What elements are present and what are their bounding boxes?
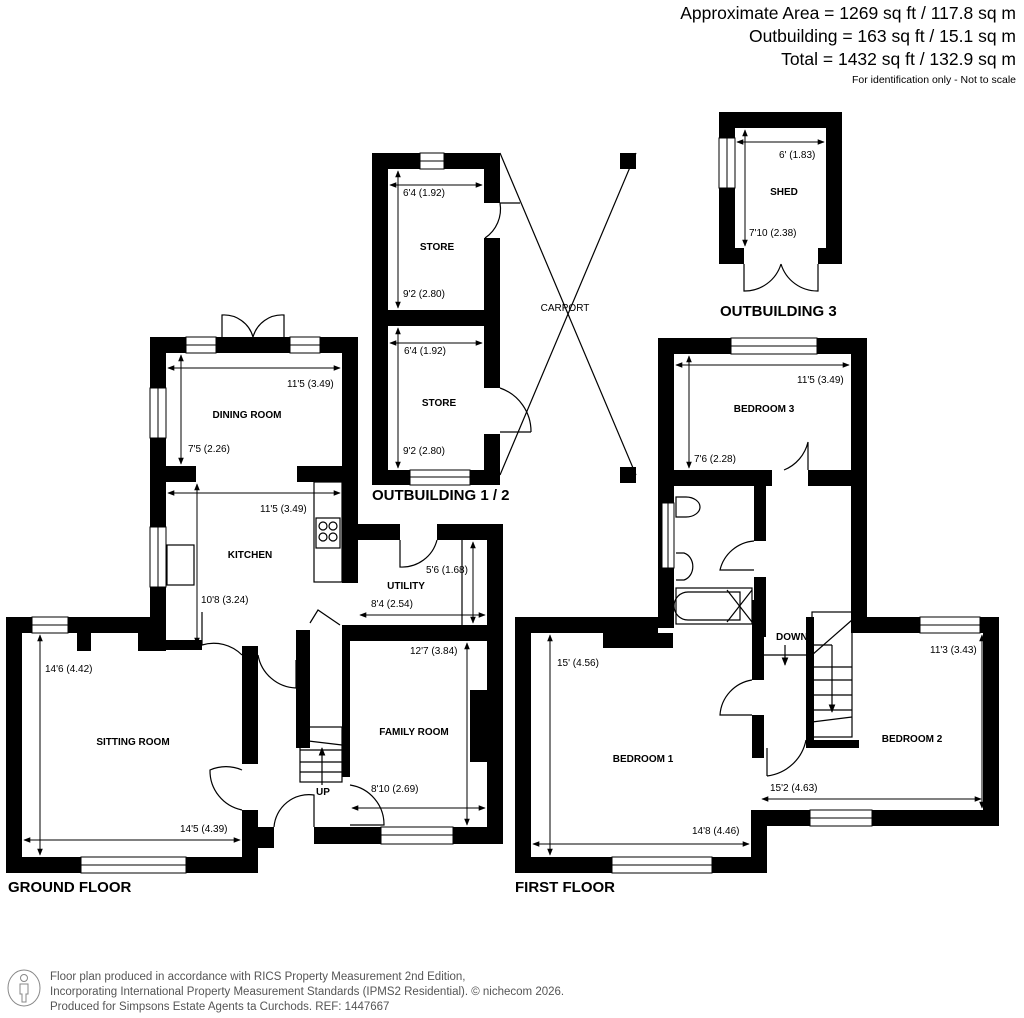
- bath-icon: [675, 587, 753, 625]
- room-label-family-room: FAMILY ROOM: [379, 727, 448, 738]
- store2-door: [499, 387, 532, 433]
- dim-family-height: 12'7 (3.84): [410, 646, 458, 657]
- stairs-up-label: UP: [316, 787, 330, 798]
- room-label-bedroom-2: BEDROOM 2: [882, 734, 943, 745]
- room-label-store-1: STORE: [420, 242, 455, 253]
- room-label-dining-room: DINING ROOM: [213, 410, 282, 421]
- dim-store1-height: 9'2 (2.80): [403, 289, 445, 300]
- footer-line-2: Incorporating International Property Mea…: [50, 986, 565, 998]
- footer-disclaimer: Floor plan produced in accordance with R…: [50, 970, 564, 1015]
- sink-icon: [166, 544, 195, 586]
- dim-utility-width: 8'4 (2.54): [371, 599, 413, 610]
- dim-bedroom2-height: 11'3 (3.43): [930, 645, 977, 656]
- dim-bedroom1-width: 14'8 (4.46): [692, 826, 740, 837]
- bedroom3-door: [783, 441, 809, 471]
- basin-icon: [676, 552, 694, 581]
- bedroom1-door: [719, 679, 753, 716]
- total-area: Total = 1432 sq ft / 132.9 sq m: [781, 49, 1016, 69]
- utility-door: [399, 539, 438, 568]
- carport-post: [620, 153, 636, 169]
- footer-line-1: Floor plan produced in accordance with R…: [50, 971, 466, 983]
- room-label-sitting-room: SITTING ROOM: [96, 737, 169, 748]
- room-label-store-2: STORE: [422, 398, 457, 409]
- dim-sitting-width: 14'5 (4.39): [180, 824, 228, 835]
- hob-icon: [315, 517, 341, 549]
- dim-family-width: 8'10 (2.69): [371, 784, 419, 795]
- person-icon: [7, 969, 41, 1007]
- dim-bedroom1-height: 15' (4.56): [557, 658, 599, 669]
- stairs-down-label: DOWN: [776, 632, 808, 643]
- room-label-bedroom-3: BEDROOM 3: [734, 404, 795, 415]
- room-label-shed: SHED: [770, 187, 798, 198]
- room-label-carport: CARPORT: [541, 303, 590, 314]
- dim-store2-height: 9'2 (2.80): [403, 446, 445, 457]
- floor-label-first: FIRST FLOOR: [515, 879, 615, 896]
- toilet-icon: [675, 496, 701, 518]
- dim-kitchen-width: 11'5 (3.49): [260, 504, 307, 515]
- dim-bedroom3-width: 11'5 (3.49): [797, 375, 844, 386]
- dim-dining-width: 11'5 (3.49): [287, 379, 334, 390]
- footer-line-3: Produced for Simpsons Estate Agents ta C…: [50, 1001, 390, 1013]
- dim-store1-width: 6'4 (1.92): [403, 188, 445, 199]
- dim-kitchen-height: 10'8 (3.24): [201, 595, 249, 606]
- dim-shed-height: 7'10 (2.38): [749, 228, 797, 239]
- bathroom-door: [719, 540, 755, 571]
- room-label-utility: UTILITY: [387, 581, 425, 592]
- outbuilding-area: Outbuilding = 163 sq ft / 15.1 sq m: [748, 26, 1016, 46]
- disclaimer-note: For identification only - Not to scale: [852, 74, 1016, 86]
- first-floor-walls: [515, 338, 999, 873]
- dim-utility-height: 5'6 (1.68): [426, 565, 468, 576]
- floor-label-outbuilding-12: OUTBUILDING 1 / 2: [372, 487, 510, 504]
- dim-bedroom3-height: 7'6 (2.28): [694, 454, 736, 465]
- room-label-bedroom-1: BEDROOM 1: [613, 754, 674, 765]
- carport-post: [620, 467, 636, 483]
- shed-door-left: [743, 263, 782, 292]
- dim-dining-height: 7'5 (2.26): [188, 444, 230, 455]
- floor-label-ground: GROUND FLOOR: [8, 879, 131, 896]
- room-label-kitchen: KITCHEN: [228, 550, 272, 561]
- floor-label-outbuilding-3: OUTBUILDING 3: [720, 303, 837, 320]
- outbuilding-12-walls: [372, 153, 500, 485]
- dim-sitting-height: 14'6 (4.42): [45, 664, 93, 675]
- dim-bedroom2-width: 15'2 (4.63): [770, 783, 818, 794]
- dim-store2-width: 6'4 (1.92): [404, 346, 446, 357]
- store1-door: [484, 202, 502, 239]
- approximate-area: Approximate Area = 1269 sq ft / 117.8 sq…: [680, 3, 1016, 23]
- bedroom2-door: [766, 739, 807, 777]
- dim-shed-width: 6' (1.83): [779, 150, 815, 161]
